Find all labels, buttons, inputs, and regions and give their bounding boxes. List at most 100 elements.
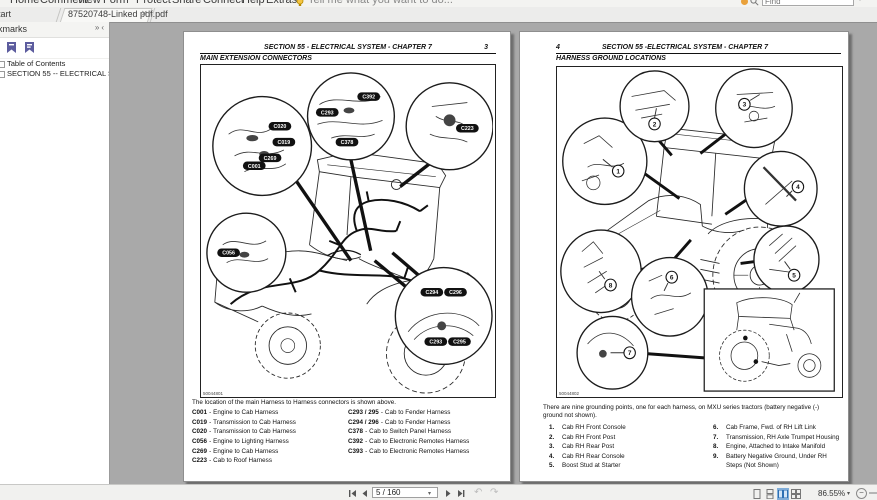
connector-pill: C056	[217, 248, 240, 257]
previous-view-icon[interactable]: ↶	[474, 487, 483, 498]
section-title: HARNESS GROUND LOCATIONS	[556, 55, 666, 62]
number-badge: 1	[611, 164, 625, 178]
svg-text:C269: C269	[264, 156, 277, 162]
svg-text:C019: C019	[277, 140, 290, 146]
svg-text:C293: C293	[321, 110, 334, 116]
figure-frame: C020 C019 C269 C001 C392 C293 C378 C223 …	[200, 64, 496, 398]
connector-row: C001-Engine to Cab Harness	[192, 409, 279, 416]
connector-pill: C019	[272, 137, 296, 147]
figure-id: 50044801	[203, 391, 224, 396]
connector-row: C223-Cab to Roof Harness	[192, 457, 272, 465]
bookmarks-panel: Bookmarks »‹ Table of Contents SECTION 5…	[0, 22, 110, 484]
page-dropdown-icon[interactable]: ▾	[428, 491, 432, 497]
page-left: SECTION 55 - ELECTRICAL SYSTEM - CHAPTER…	[183, 31, 511, 482]
bookmarks-toolbar	[0, 38, 109, 59]
main-area: Bookmarks »‹ Table of Contents SECTION 5…	[0, 22, 877, 484]
tab-start[interactable]: Start	[0, 9, 12, 19]
last-page-icon[interactable]	[456, 489, 466, 498]
zoom-dropdown-icon[interactable]: ▾	[847, 491, 851, 497]
number-badge: 4	[791, 180, 805, 194]
find-input[interactable]	[762, 0, 854, 6]
next-page-icon[interactable]	[444, 489, 454, 498]
svg-text:C296: C296	[449, 290, 462, 296]
document-area[interactable]: SECTION 55 - ELECTRICAL SYSTEM - CHAPTER…	[110, 22, 877, 484]
connector-row: C393-Cab to Electronic Remotes Harness	[348, 447, 470, 455]
page-number: 4	[556, 44, 560, 51]
previous-page-icon[interactable]	[360, 489, 370, 498]
bookmark-item-table-of-contents[interactable]: Table of Contents	[0, 59, 109, 69]
svg-text:C020: C020	[274, 124, 287, 130]
menu-item-share[interactable]: Share	[172, 0, 202, 6]
menu-item-protect[interactable]: Protect	[136, 0, 171, 6]
close-icon[interactable]: ✕	[141, 9, 148, 18]
menu-item-extras[interactable]: Extras	[266, 0, 298, 6]
svg-text:2: 2	[653, 121, 657, 128]
ground-row: 8.Engine, Attached to Intake Manifold	[713, 443, 826, 450]
bookmark-item-label[interactable]: Table of Contents	[7, 59, 66, 68]
menu-item-connect[interactable]: Connect	[203, 0, 244, 6]
ground-row: 1.Cab RH Front Console	[549, 424, 626, 431]
ground-row: 6.Cab Frame, Fwd. of RH Lift Link	[713, 424, 816, 431]
menu-item-help[interactable]: Help	[242, 0, 265, 6]
svg-text:4: 4	[796, 184, 800, 191]
svg-text:C294: C294	[425, 290, 438, 296]
bookmark-item-section-55[interactable]: SECTION 55 -- ELECTRICAL SYSTEM	[0, 69, 109, 79]
header-rule	[556, 53, 841, 54]
page-number: 3	[484, 44, 488, 51]
connector-row: C056-Engine to Lighting Harness	[192, 438, 289, 446]
menu-item-home[interactable]: Home	[10, 0, 40, 6]
connector-row: C019-Transmission to Cab Harness	[192, 418, 296, 426]
bookmark-options-icon[interactable]	[24, 41, 35, 54]
svg-text:7: 7	[628, 350, 632, 357]
inset-rear-view	[703, 288, 835, 392]
ground-row: 4.Cab RH Rear Console	[549, 452, 625, 460]
find-options-icon[interactable]: ▾	[858, 0, 862, 3]
connector-pill: C269	[258, 153, 282, 163]
menu-item-comment[interactable]: Comment	[40, 0, 88, 6]
ground-intro: There are nine grounding points, one for…	[543, 404, 820, 419]
connector-pill: C001	[242, 161, 266, 171]
connector-row: C378-Cab to Switch Panel Harness	[348, 428, 452, 436]
tab-document-label[interactable]: 87520748-Linked pdf.pdf	[68, 9, 168, 19]
number-badges: 1 2 3 4 5 6 7 8	[604, 97, 805, 360]
bookmark-item-label[interactable]: SECTION 55 -- ELECTRICAL SYSTEM	[7, 69, 109, 78]
status-bar: ▾ ↶ ↷ 86.55% ▾ −	[0, 484, 877, 500]
connector-pill: C378	[335, 137, 359, 147]
panel-collapse-icons[interactable]: »‹	[94, 23, 106, 32]
bookmarks-tree: Table of Contents SECTION 55 -- ELECTRIC…	[0, 59, 109, 79]
connector-pill: C020	[268, 122, 292, 131]
layout-facing-continuous-button[interactable]	[790, 488, 802, 500]
layout-continuous-button[interactable]	[764, 488, 776, 500]
next-view-icon[interactable]: ↷	[490, 487, 499, 498]
connector-pill: C392	[357, 92, 381, 101]
running-header: SECTION 55 -ELECTRICAL SYSTEM - CHAPTER …	[602, 44, 768, 51]
search-icon[interactable]	[750, 0, 759, 6]
menu-item-form[interactable]: Form	[103, 0, 129, 6]
ground-row: 3.Cab RH Rear Post	[549, 443, 615, 450]
tree-expand-icon[interactable]	[0, 71, 5, 78]
ground-locations-diagram: 1 2 3 4 5 6 7 8	[560, 68, 835, 392]
zoom-slider[interactable]	[869, 492, 877, 494]
connector-pill: C294	[420, 287, 444, 297]
number-badge: 6	[665, 270, 678, 284]
callout-details	[581, 90, 798, 358]
bookmarks-panel-header: Bookmarks »‹	[0, 22, 109, 38]
document-tab-bar: Start 87520748-Linked pdf.pdf ✕	[0, 7, 877, 23]
expand-bookmark-icon[interactable]	[6, 41, 17, 54]
svg-text:C378: C378	[341, 140, 354, 146]
zoom-out-button[interactable]: −	[856, 488, 867, 499]
first-page-icon[interactable]	[348, 489, 358, 498]
lightbulb-icon	[296, 0, 304, 6]
number-badge: 3	[738, 97, 751, 111]
zoom-level[interactable]: 86.55%	[818, 489, 846, 498]
layout-facing-button[interactable]	[777, 488, 789, 500]
connector-list-right: C293 / 295-Cab to Fender Harness C294 / …	[348, 408, 508, 456]
page-number-input[interactable]	[372, 487, 438, 498]
layout-single-page-button[interactable]	[751, 488, 763, 500]
status-dot-icon	[741, 0, 748, 5]
menu-item-view[interactable]: View	[77, 0, 101, 6]
assistant-hint[interactable]: Tell me what you want to do...	[308, 0, 453, 6]
tree-expand-icon[interactable]	[0, 61, 5, 68]
panel-title: Bookmarks	[0, 24, 28, 34]
svg-text:C392: C392	[362, 95, 375, 101]
